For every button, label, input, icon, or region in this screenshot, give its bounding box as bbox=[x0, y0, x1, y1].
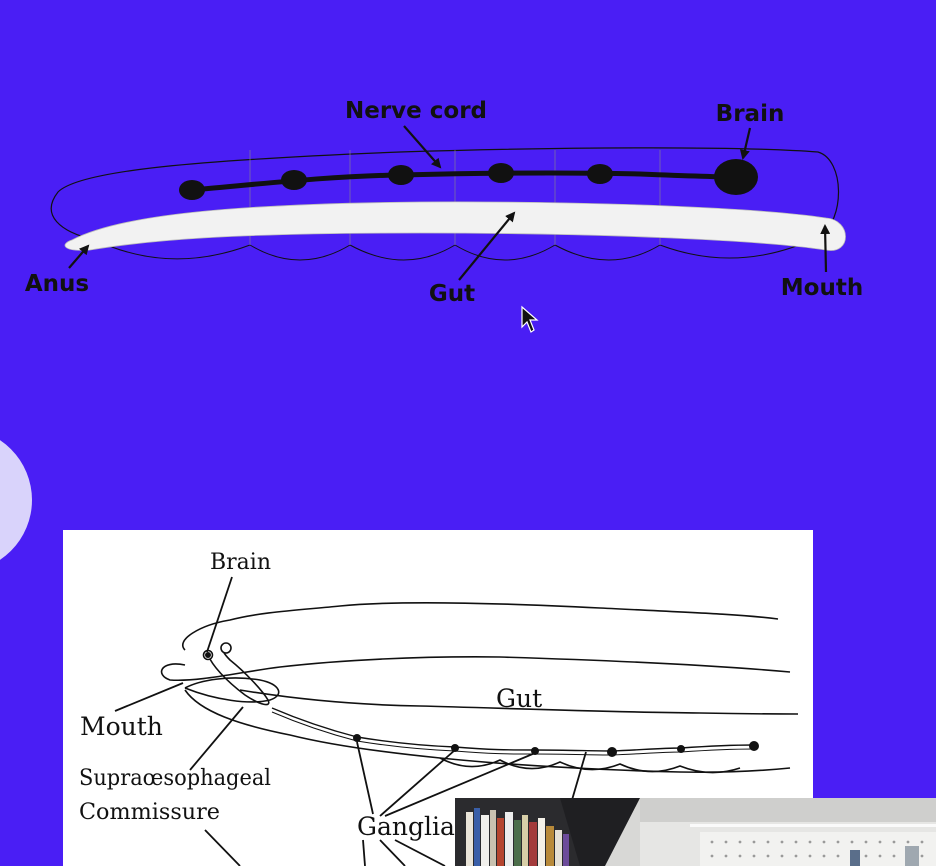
label-gut: Gut bbox=[429, 281, 475, 307]
commissure-loop bbox=[207, 647, 270, 706]
brain-node bbox=[714, 159, 758, 195]
wall-item bbox=[850, 850, 860, 866]
mouth-outline bbox=[184, 677, 280, 703]
ganglia-nodes bbox=[205, 652, 759, 757]
gut-lower-outline bbox=[239, 689, 799, 715]
label-brain-bottom: Brain bbox=[210, 550, 271, 575]
mouse-pointer-icon bbox=[521, 305, 539, 333]
label-commissure: Commissure bbox=[79, 800, 220, 825]
segment-dividers bbox=[249, 150, 661, 245]
segment-scallops bbox=[439, 757, 741, 774]
label-anus: Anus bbox=[25, 271, 89, 297]
wall-item-2 bbox=[905, 846, 919, 866]
partial-circle-shape bbox=[0, 440, 32, 560]
label-supraesophageal: Supraœsophageal bbox=[79, 766, 271, 791]
webcam-video-overlay bbox=[455, 798, 936, 866]
label-nerve-cord: Nerve cord bbox=[345, 98, 487, 124]
label-mouth-bottom: Mouth bbox=[80, 712, 163, 741]
label-mouth: Mouth bbox=[781, 275, 863, 301]
label-brain: Brain bbox=[716, 101, 785, 127]
worm-body-outline bbox=[50, 147, 840, 241]
worm-segment-lobes bbox=[94, 235, 821, 261]
gut-upper-outline bbox=[160, 656, 791, 682]
book-spines bbox=[466, 808, 569, 866]
pegboard bbox=[700, 832, 936, 866]
ceiling-light-strip bbox=[690, 824, 936, 827]
label-ganglia: Ganglia bbox=[357, 812, 455, 841]
nerve-cord-line bbox=[191, 170, 737, 193]
leader-lines bbox=[114, 576, 587, 866]
nerve-cord-ganglia bbox=[179, 163, 613, 200]
label-arrows bbox=[68, 125, 831, 281]
shelf-bracket bbox=[560, 798, 640, 866]
label-gut-bottom: Gut bbox=[496, 684, 542, 713]
body-top-outline bbox=[182, 601, 779, 651]
top-worm-diagram: Nerve cord Brain Anus Gut Mouth bbox=[25, 98, 863, 307]
